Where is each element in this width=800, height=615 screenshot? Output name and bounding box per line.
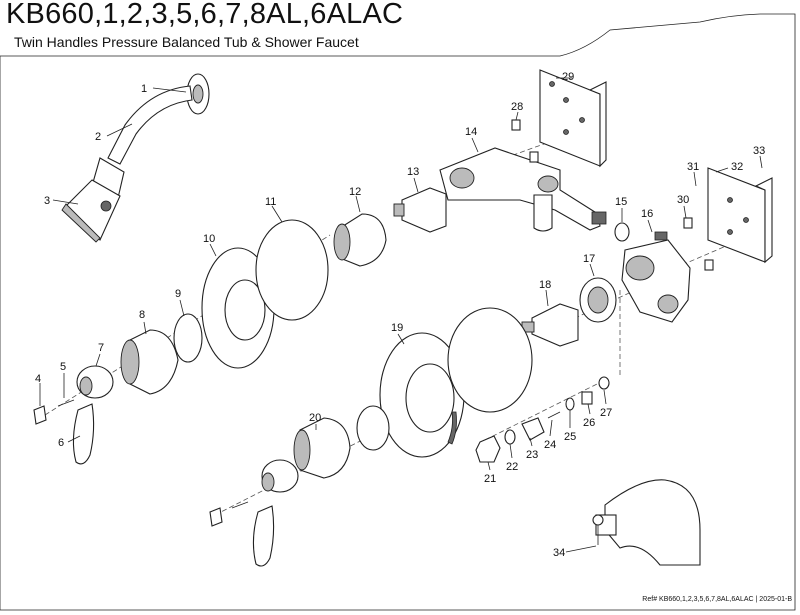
- diagram-subtitle: Twin Handles Pressure Balanced Tub & Sho…: [14, 34, 359, 50]
- part-oring-9: [173, 313, 203, 363]
- part-cartridge-18: [521, 303, 579, 347]
- callout-30: 30: [677, 194, 689, 206]
- diagram-frame: [0, 13, 796, 611]
- part-lever-left: [72, 403, 95, 465]
- callout-24: 24: [544, 439, 556, 451]
- callout-18: 18: [539, 279, 551, 291]
- part-sleeve-20: [293, 417, 351, 479]
- callout-2: 2: [95, 131, 101, 143]
- callout-14: 14: [465, 126, 477, 138]
- callout-17: 17: [583, 253, 595, 265]
- callout-26: 26: [583, 417, 595, 429]
- part-tub-spout-34: [592, 479, 701, 566]
- part-shower-head: [61, 157, 125, 243]
- callout-11: 11: [265, 196, 276, 208]
- reference-footer: Ref# KB660,1,2,3,5,6,7,8AL,6ALAC | 2025-…: [642, 596, 792, 603]
- part-washer-25: [565, 397, 575, 411]
- part-gasket-11: [255, 219, 329, 321]
- callout-31: 31: [687, 161, 699, 173]
- part-handle-hub-left: [76, 365, 114, 399]
- part-shower-arm: [107, 85, 193, 165]
- callout-3: 3: [44, 195, 50, 207]
- part-spring-24: [547, 411, 561, 419]
- callout-33: 33: [753, 145, 765, 157]
- part-oring-20b: [356, 405, 390, 451]
- part-bracket-29: [539, 69, 607, 168]
- callout-16: 16: [641, 208, 653, 220]
- part-washer-27: [598, 376, 610, 390]
- part-plug-26: [581, 391, 593, 405]
- callout-28: 28: [511, 101, 523, 113]
- diagram-title: KB660,1,2,3,5,6,7,8AL,6ALAC: [6, 0, 404, 30]
- part-spacers-30: [683, 217, 714, 271]
- part-handle-screw-right: [231, 501, 249, 509]
- part-nut-21: [475, 435, 501, 463]
- callout-labels: 1 2 3 4 5 6 7 8 9 10 11 12 13 14 15 16 1…: [35, 71, 765, 559]
- callout-5: 5: [60, 361, 66, 373]
- part-escutcheon-19: [379, 332, 465, 458]
- part-sleeve-12: [333, 213, 387, 267]
- callout-10: 10: [203, 233, 215, 245]
- part-handle-hub-right: [261, 459, 299, 493]
- callout-20: 20: [309, 412, 321, 424]
- callout-12: 12: [349, 186, 361, 198]
- part-handle-screw-left: [57, 399, 75, 407]
- callout-13: 13: [407, 166, 419, 178]
- part-sleeve-8: [120, 329, 179, 395]
- callout-15: 15: [615, 196, 627, 208]
- part-valve-body-14: [439, 147, 607, 232]
- callout-1: 1: [141, 83, 147, 95]
- part-stem-23: [521, 417, 545, 441]
- callout-32: 32: [731, 161, 743, 173]
- part-washer-15: [614, 222, 630, 242]
- callout-6: 6: [58, 437, 64, 449]
- callout-19: 19: [391, 322, 403, 334]
- callout-21: 21: [484, 473, 496, 485]
- callout-27: 27: [600, 407, 612, 419]
- callout-25: 25: [564, 431, 576, 443]
- part-lever-right: [252, 505, 275, 567]
- part-cartridge-13: [393, 187, 447, 233]
- callout-8: 8: [139, 309, 145, 321]
- callout-9: 9: [175, 288, 181, 300]
- part-balance-unit-17: [579, 277, 617, 323]
- part-screw-cap-left: [33, 405, 47, 425]
- part-screw-cap-right: [209, 507, 223, 527]
- part-bracket-32: [707, 167, 773, 264]
- part-valve-body-16: [621, 231, 691, 323]
- callout-4: 4: [35, 373, 41, 385]
- callout-7: 7: [98, 342, 104, 354]
- part-washer-22: [504, 429, 516, 445]
- callout-29: 29: [562, 71, 574, 83]
- callout-23: 23: [526, 449, 538, 461]
- part-gasket-19b: [447, 307, 533, 413]
- leader-lines: [39, 77, 763, 553]
- callout-34: 34: [553, 547, 565, 559]
- callout-22: 22: [506, 461, 518, 473]
